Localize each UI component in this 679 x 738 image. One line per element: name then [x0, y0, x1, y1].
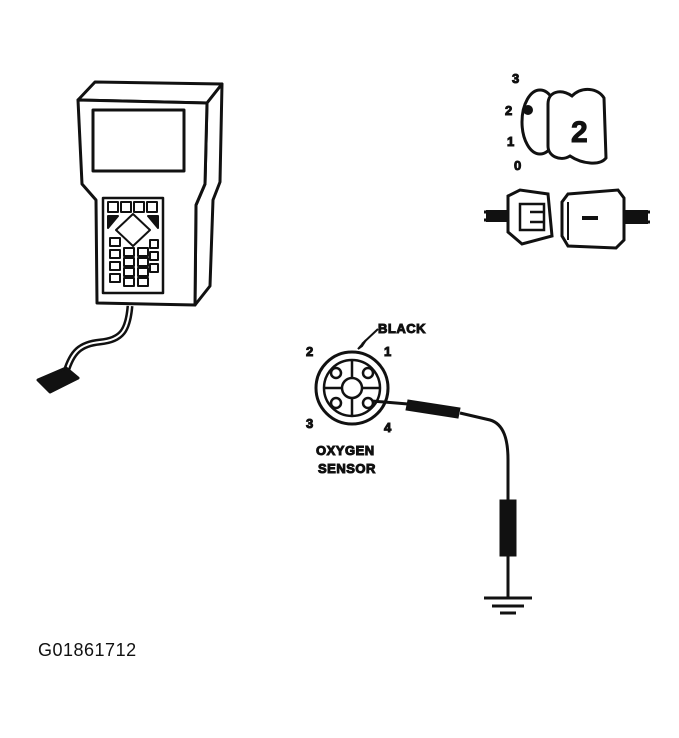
pin-3-label: 3: [306, 416, 314, 431]
pin-2-label: 2: [306, 344, 314, 359]
back-probe: [405, 399, 461, 419]
probe-lead: [371, 399, 532, 615]
sensor-name-line2: SENSOR: [318, 461, 376, 476]
ground-icon: [484, 596, 532, 615]
key-position-3: 3: [512, 71, 520, 86]
screen: [91, 108, 186, 173]
sensor-connector-face: [314, 350, 390, 426]
test-lead-wire: [459, 411, 510, 502]
pin-4: [361, 396, 375, 410]
figure-id: G01861712: [38, 640, 137, 660]
scan-tool: [36, 80, 224, 394]
ignition-switch: 3 2 1 0 2: [505, 71, 608, 174]
key-head: [546, 88, 608, 165]
scan-tool-connector: [36, 366, 80, 394]
key-position-1: 1: [507, 134, 515, 149]
sensor-name-line1: OXYGEN: [316, 443, 375, 458]
key-position-2: 2: [505, 103, 513, 118]
lead-clip: [499, 499, 517, 557]
black-wire-label: BLACK: [378, 321, 426, 336]
connector-male: [506, 188, 554, 246]
pin-4-label: 4: [384, 420, 392, 435]
pin-1-label: 1: [384, 344, 392, 359]
position-indicator-dot: [523, 105, 533, 115]
wire-connector: [484, 188, 650, 250]
pin-3: [329, 396, 343, 410]
key-position-0: 0: [514, 158, 522, 173]
oxygen-sensor: BLACK 1 2 3 4 OXYGEN SENSOR: [306, 321, 427, 477]
key-number: 2: [571, 116, 588, 149]
pin-1: [329, 366, 343, 380]
pin-2: [361, 366, 375, 380]
